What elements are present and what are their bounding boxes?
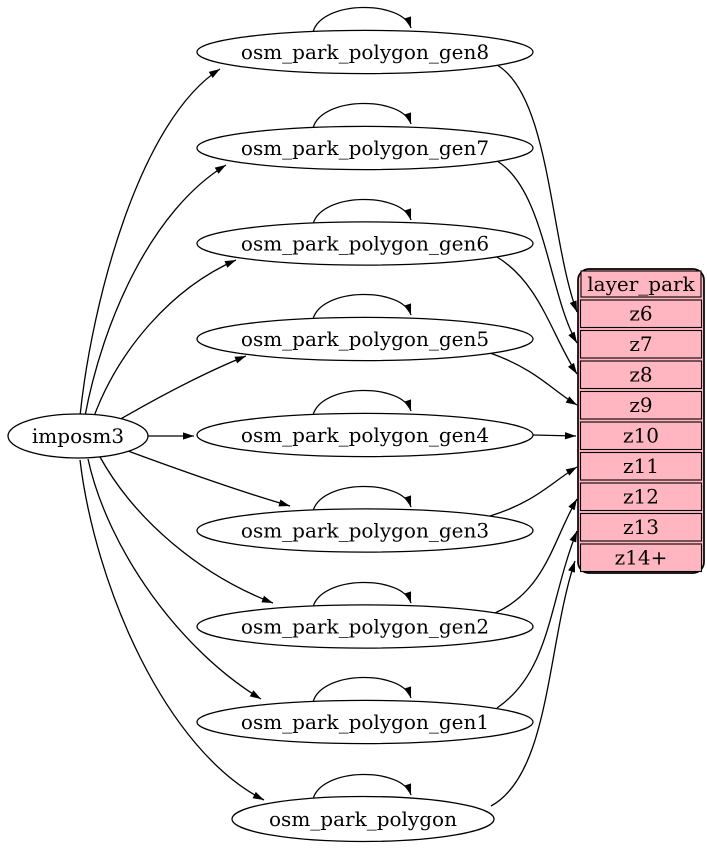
row-label-z12: z12 (623, 485, 659, 509)
edge-polygon-to-z14 (490, 560, 576, 807)
row-cell-z12 (579, 482, 703, 512)
node-osm-park-polygon-gen8: osm_park_polygon_gen8 (196, 29, 534, 75)
row-cell-z9 (579, 390, 703, 420)
row-cell-z7 (579, 329, 703, 359)
row-label-z9: z9 (629, 393, 652, 417)
self-loop-edges (312, 6, 412, 800)
gen5-label: osm_park_polygon_gen5 (241, 327, 489, 351)
edge-imposm3-to-gen6 (92, 259, 237, 420)
node-osm-park-polygon-gen5: osm_park_polygon_gen5 (196, 316, 534, 362)
imposm3-label: imposm3 (32, 424, 124, 448)
layer-park-title: layer_park (587, 272, 695, 296)
layer-park-header-cell (580, 270, 702, 298)
edge-gen3-to-z11 (489, 466, 578, 517)
gen7-label: osm_park_polygon_gen7 (241, 136, 489, 160)
gen5-ellipse (196, 316, 534, 362)
node-osm-park-polygon-gen1: osm_park_polygon_gen1 (196, 699, 534, 745)
node-osm-park-polygon-gen6: osm_park_polygon_gen6 (196, 221, 534, 266)
edge-imposm3-to-polygon (79, 459, 265, 801)
gen7-ellipse (196, 125, 534, 171)
row-label-z8: z8 (629, 363, 652, 387)
self-loop-gen3 (312, 485, 412, 512)
self-loop-gen2 (312, 581, 412, 608)
edges-from-source (79, 68, 291, 801)
self-loop-gen1 (312, 676, 412, 703)
node-osm-park-polygon-gen3: osm_park_polygon_gen3 (196, 508, 534, 553)
row-label-z6: z6 (629, 302, 652, 326)
edges-to-record (489, 64, 578, 807)
row-cell-z13 (579, 512, 703, 542)
gen4-ellipse (196, 412, 534, 458)
gen3-label: osm_park_polygon_gen3 (241, 519, 489, 543)
node-layer-park: layer_park z6 z7 z8 z9 z10 z11 z12 z13 z… (577, 268, 705, 574)
self-loop-gen7 (312, 102, 412, 129)
self-loop-gen5 (312, 293, 412, 320)
edge-gen1-to-z13 (496, 530, 578, 709)
row-cell-z14plus (579, 543, 703, 573)
gen1-ellipse (196, 699, 534, 745)
edge-gen8-to-z6 (496, 64, 578, 313)
edge-imposm3-to-gen8 (79, 68, 221, 417)
node-imposm3: imposm3 (7, 413, 149, 459)
gen6-label: osm_park_polygon_gen6 (241, 232, 489, 256)
row-label-z14plus: z14+ (615, 546, 668, 570)
row-cell-z11 (579, 451, 703, 481)
row-label-z10: z10 (623, 424, 659, 448)
edge-imposm3-to-gen3 (127, 450, 291, 507)
gen8-label: osm_park_polygon_gen8 (241, 40, 489, 64)
edge-gen2-to-z12 (494, 498, 578, 614)
gen2-label: osm_park_polygon_gen2 (241, 615, 489, 639)
edge-imposm3-to-gen1 (87, 458, 262, 700)
gen8-ellipse (196, 29, 534, 75)
edge-imposm3-to-gen5 (111, 355, 247, 425)
self-loop-gen6 (312, 198, 412, 225)
node-osm-park-polygon-gen2: osm_park_polygon_gen2 (196, 604, 534, 649)
row-cell-z6 (579, 299, 703, 329)
row-cell-z8 (579, 360, 703, 390)
self-loop-gen4 (312, 389, 412, 416)
row-label-z7: z7 (629, 332, 652, 356)
row-label-z13: z13 (623, 515, 659, 539)
self-loop-polygon (312, 773, 412, 800)
edge-imposm3-to-gen2 (99, 456, 274, 604)
gen1-label: osm_park_polygon_gen1 (241, 710, 489, 734)
edge-gen6-to-z8 (496, 256, 578, 375)
gen6-ellipse (196, 221, 534, 266)
polygon-ellipse (231, 795, 495, 843)
self-loop-gen8 (312, 6, 412, 33)
node-osm-park-polygon-gen7: osm_park_polygon_gen7 (196, 125, 534, 171)
edge-gen4-to-z10 (532, 432, 577, 440)
edge-gen5-to-z9 (489, 352, 578, 406)
gen3-ellipse (196, 508, 534, 553)
node-osm-park-polygon-gen4: osm_park_polygon_gen4 (196, 412, 534, 458)
edge-gen7-to-z7 (496, 160, 578, 344)
row-label-z11: z11 (623, 454, 659, 478)
row-cell-z10 (579, 421, 703, 451)
polygon-label: osm_park_polygon (269, 807, 457, 831)
edge-imposm3-to-gen7 (84, 164, 227, 417)
gen2-ellipse (196, 604, 534, 649)
imposm3-ellipse (7, 413, 149, 459)
node-osm-park-polygon: osm_park_polygon (231, 795, 495, 843)
gen4-label: osm_park_polygon_gen4 (241, 423, 489, 447)
